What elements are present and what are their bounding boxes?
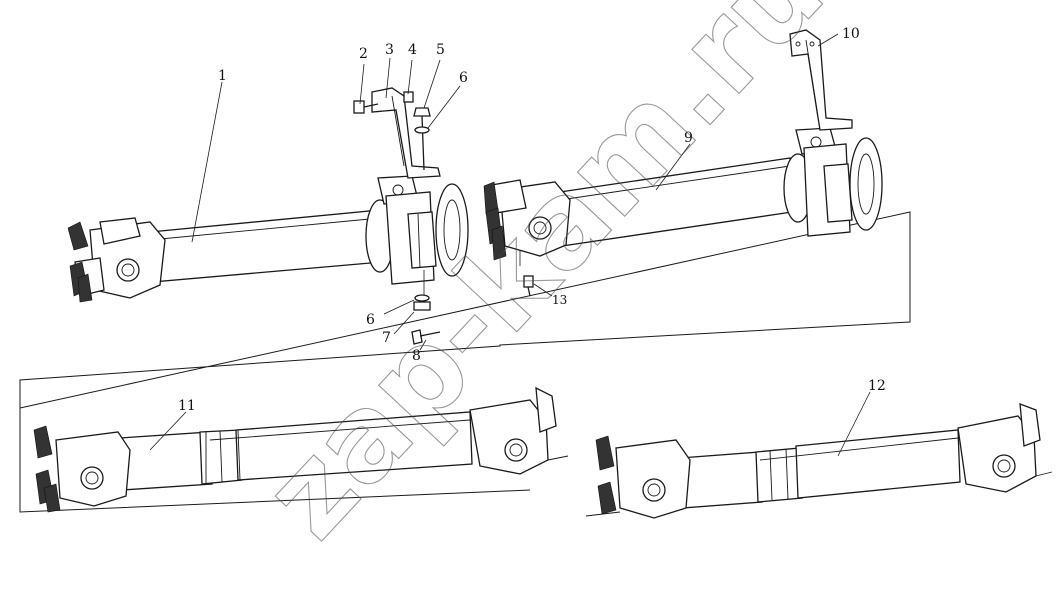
callout-13: 13	[552, 293, 567, 307]
callout-1: 1	[218, 68, 227, 84]
bolt-8	[411, 329, 423, 345]
bolt-13	[519, 250, 534, 297]
callout-5: 5	[436, 42, 445, 58]
center-bearing-left	[365, 175, 469, 285]
callout-8: 8	[412, 348, 421, 364]
assembly-frame-outline	[19, 211, 911, 513]
support-bracket-10	[789, 29, 853, 131]
callout-12: 12	[868, 378, 886, 394]
driveshaft-12	[585, 403, 1053, 519]
callout-4: 4	[408, 42, 417, 58]
callout-3: 3	[385, 42, 394, 58]
driveshaft-1	[67, 209, 383, 303]
washer-6-lower	[414, 294, 430, 302]
callout-2: 2	[359, 46, 368, 62]
callout-10: 10	[842, 26, 860, 42]
driveshaft-11	[33, 386, 569, 513]
callout-6-lower: 6	[366, 312, 375, 328]
leader-lines	[149, 33, 871, 457]
driveshaft-9	[483, 157, 793, 261]
washer-6-upper	[414, 126, 430, 134]
callout-labels: 1 2 3 4 5 6 6 7 8 9 10 11 12 13	[178, 26, 886, 414]
nut-7	[413, 301, 431, 311]
callout-7: 7	[382, 330, 391, 346]
callout-6-upper: 6	[459, 70, 468, 86]
callout-11: 11	[178, 398, 196, 414]
center-bearing-right	[783, 127, 883, 237]
nut-4	[403, 91, 414, 103]
bolt-5	[413, 107, 431, 171]
support-bracket-3	[371, 87, 441, 179]
callout-9: 9	[684, 130, 693, 146]
bolt-2	[353, 100, 379, 114]
lower-fastener-stack	[411, 270, 441, 345]
